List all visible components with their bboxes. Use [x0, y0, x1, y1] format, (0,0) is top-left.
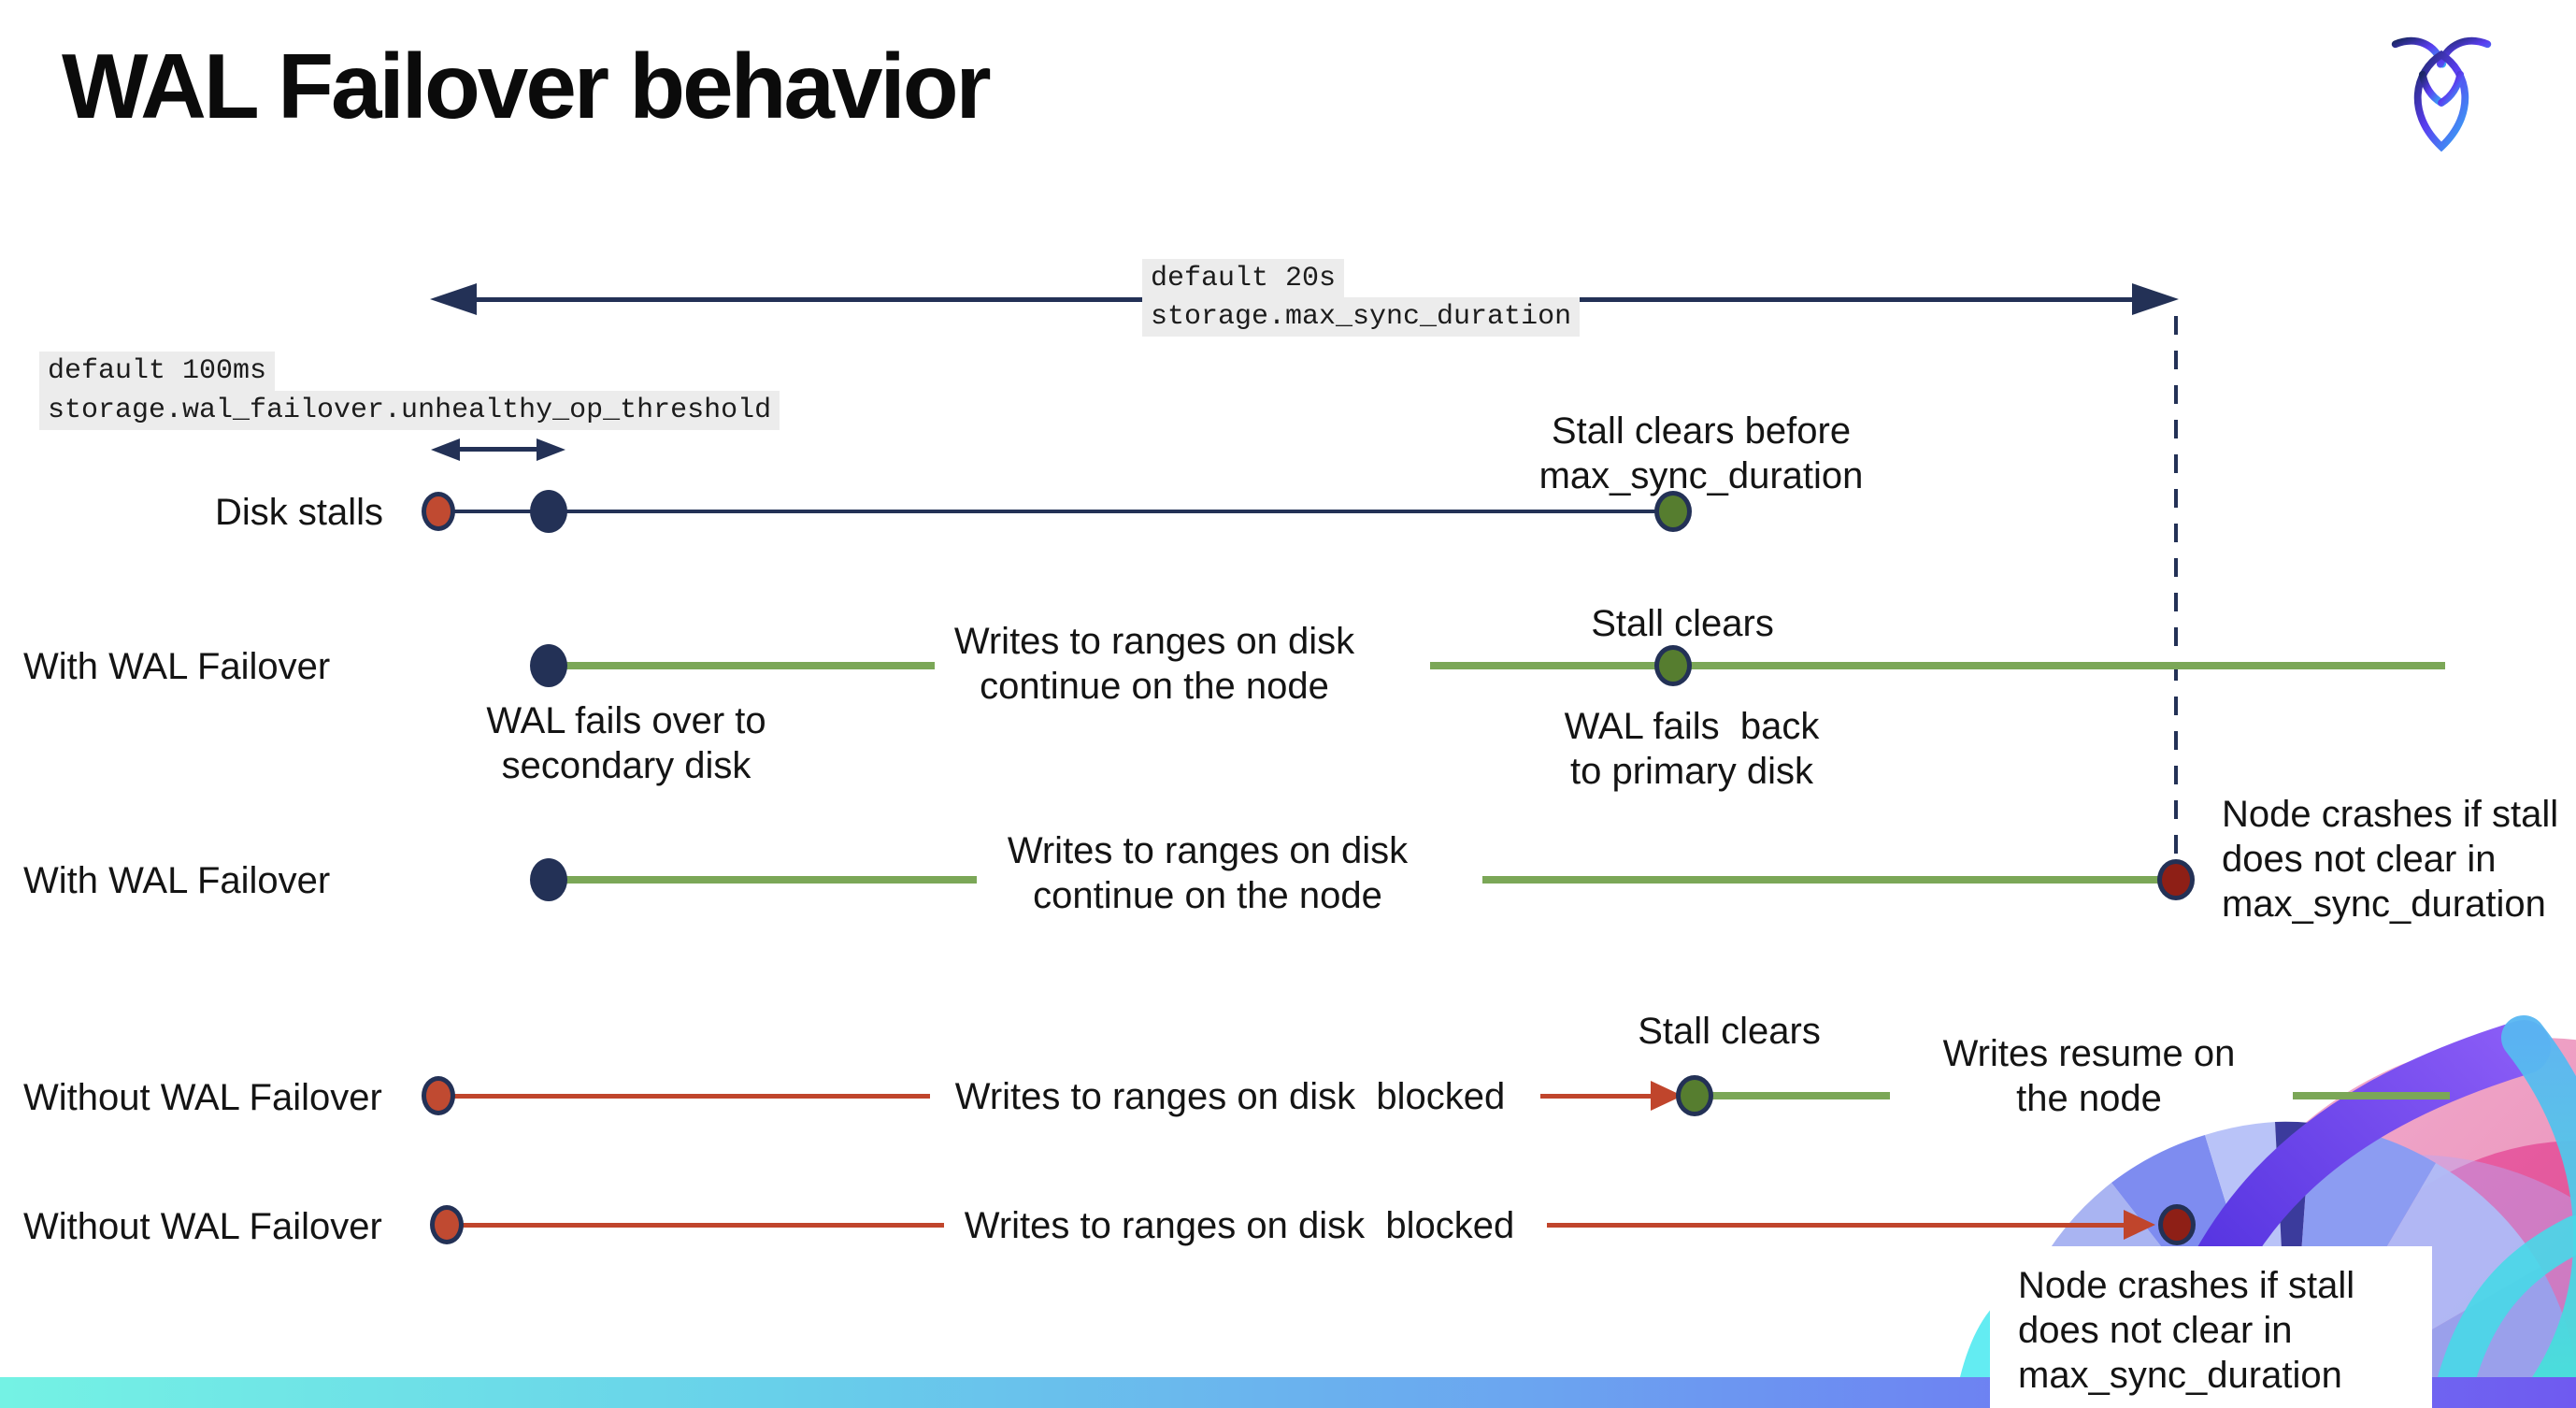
annotation-writes-blocked-1: Writes to ranges on disk blocked: [954, 1076, 1506, 1117]
max-sync-default-label: default 20s: [1142, 259, 1345, 298]
writes-continue2-line-a: [563, 876, 977, 884]
writes-blocked2-line-a: [447, 1223, 944, 1228]
arrow-right-icon: [2132, 283, 2179, 315]
max-sync-deadline-dashed-line: [2174, 316, 2178, 858]
writes-continue-line-a: [563, 662, 935, 669]
failback-dot: [1654, 645, 1692, 686]
writes-blocked-line-b: [1540, 1094, 1654, 1099]
small-arrow-left-icon: [431, 438, 460, 461]
annotation-writes-continue-1: Writes to ranges on disk continue on the…: [953, 621, 1355, 707]
threshold-arrow-line: [456, 447, 538, 452]
writes-blocked-line-a: [438, 1094, 930, 1099]
annotation-node-crashes-2: Node crashes if stall does not clear in …: [2018, 1265, 2355, 1396]
cockroachdb-logo-icon: [2391, 36, 2492, 152]
stall-start-dot: [422, 492, 455, 531]
writes-resume-line-a: [1712, 1092, 1890, 1099]
disk-stall-timeline: [438, 510, 1673, 513]
annotation-writes-continue-2: Writes to ranges on disk continue on the…: [1007, 830, 1409, 916]
annotation-stall-clears-before: Stall clears before max_sync_duration: [1538, 410, 1864, 496]
stall-start-dot-3: [430, 1205, 464, 1244]
threshold-setting-label: storage.wal_failover.unhealthy_op_thresh…: [39, 391, 780, 430]
row-label-without-wal-2: Without WAL Failover: [23, 1206, 382, 1247]
failover-dot-2: [530, 858, 567, 901]
row-label-with-wal-1: With WAL Failover: [23, 646, 331, 687]
stall-clears-dot-2: [1676, 1075, 1713, 1116]
annotation-fails-over: WAL fails over to secondary disk: [486, 700, 766, 786]
blocked-arrowhead-2-icon: [2124, 1210, 2155, 1240]
writes-continue-line-b: [1430, 662, 2445, 669]
threshold-reached-dot: [530, 490, 567, 533]
writes-blocked2-line-b: [1547, 1223, 2126, 1228]
small-arrow-right-icon: [537, 438, 565, 461]
page-title: WAL Failover behavior: [62, 35, 992, 137]
node-crash-dot-1: [2157, 859, 2195, 900]
annotation-fails-back: WAL fails back to primary disk: [1564, 706, 1820, 792]
stall-clears-dot: [1654, 491, 1692, 532]
annotation-node-crashes-1: Node crashes if stall does not clear in …: [2222, 794, 2559, 925]
failover-dot: [530, 644, 567, 687]
row-label-disk-stalls: Disk stalls: [214, 492, 383, 533]
annotation-stall-clears-1: Stall clears: [1591, 603, 1774, 644]
row-label-with-wal-2: With WAL Failover: [23, 860, 331, 901]
annotation-writes-resume: Writes resume on the node: [1942, 1033, 2236, 1119]
writes-resume-line-b: [2293, 1092, 2450, 1099]
writes-continue2-line-b: [1482, 876, 2161, 884]
crash-note-box: [1990, 1246, 2432, 1408]
row-label-without-wal-1: Without WAL Failover: [23, 1077, 382, 1118]
node-crash-dot-2: [2158, 1204, 2196, 1245]
annotation-stall-clears-2: Stall clears: [1638, 1011, 1821, 1052]
threshold-default-label: default 100ms: [39, 352, 276, 391]
arrow-left-icon: [430, 283, 477, 315]
max-sync-setting-label: storage.max_sync_duration: [1142, 297, 1581, 337]
annotation-writes-blocked-2: Writes to ranges on disk blocked: [964, 1205, 1515, 1246]
stall-start-dot-2: [422, 1076, 455, 1115]
